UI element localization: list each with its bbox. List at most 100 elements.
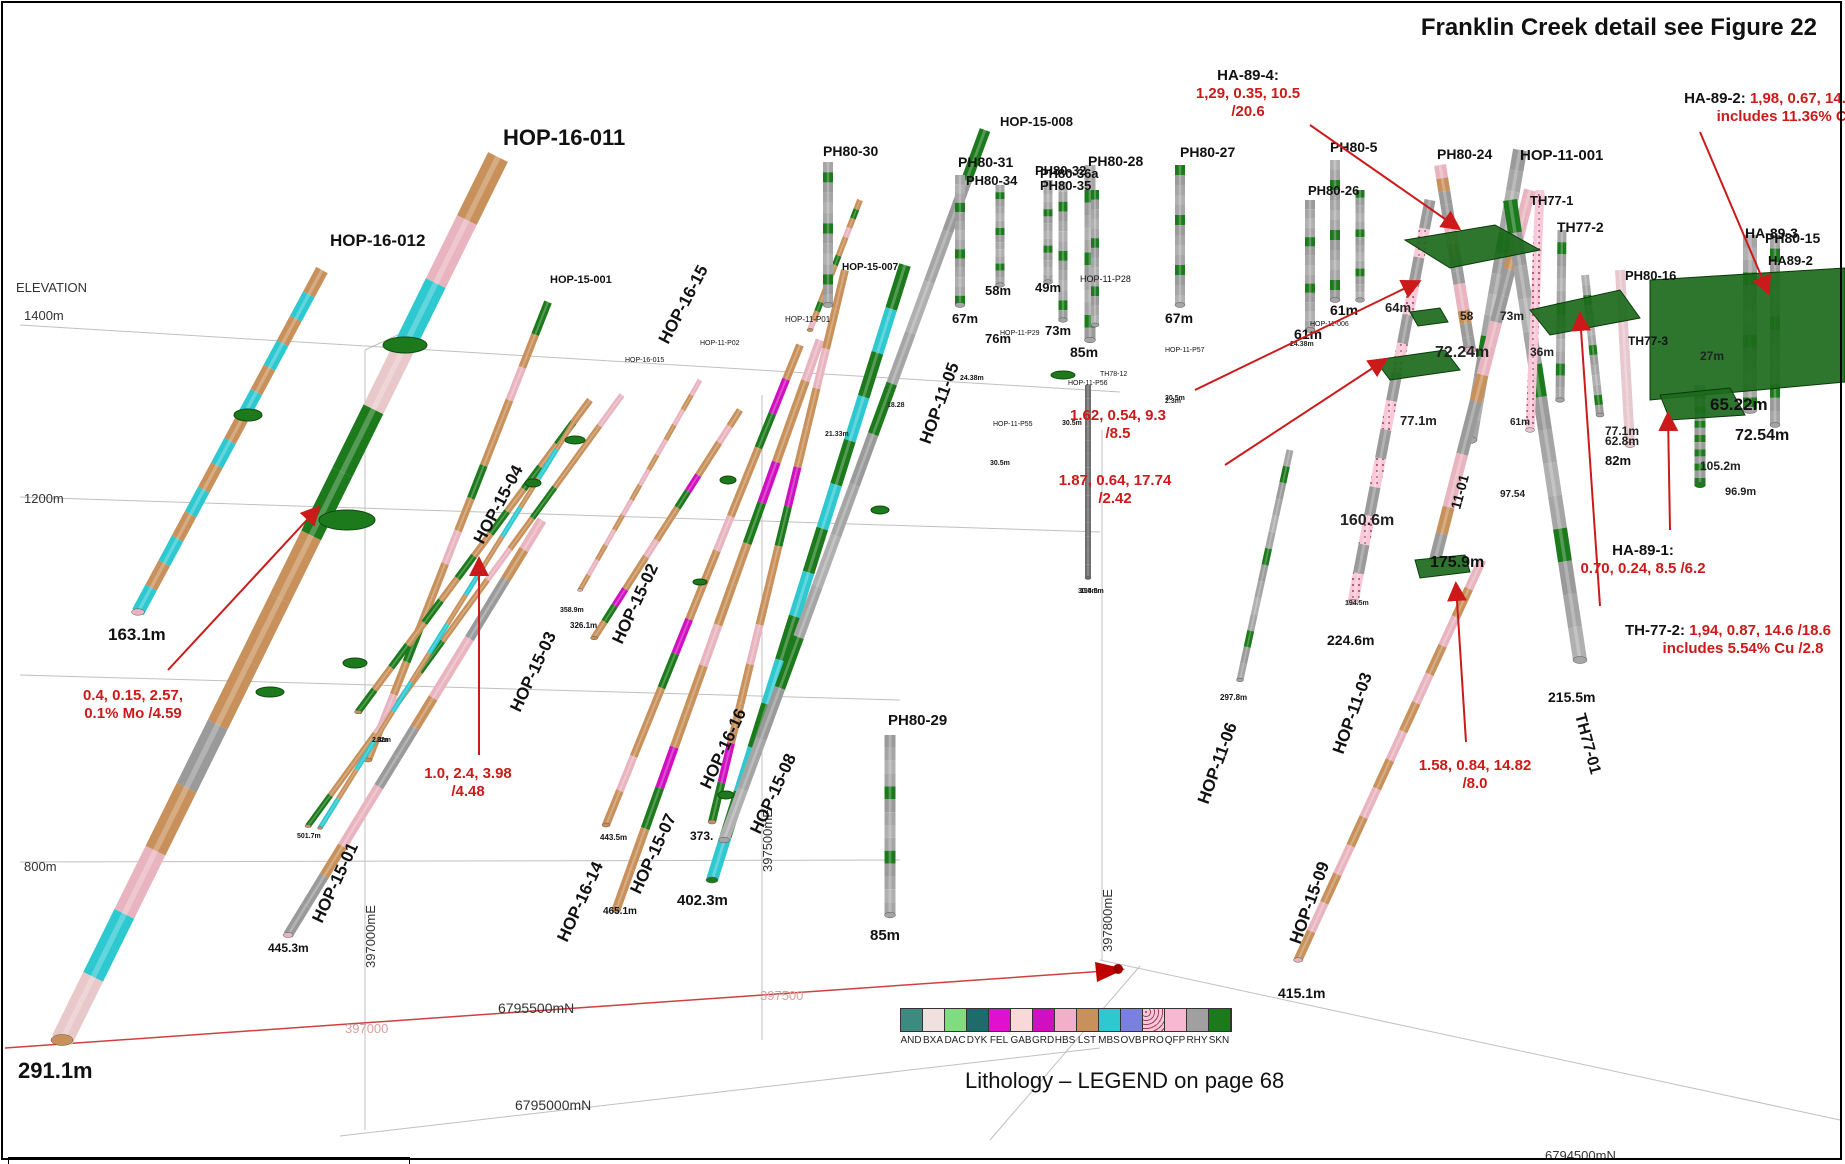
hole-label-ph80-27: PH80-27 bbox=[1180, 144, 1235, 160]
annotation-hole-id: HA-89-1: bbox=[1612, 542, 1674, 559]
intercept-disc bbox=[383, 337, 427, 353]
intercept-disc bbox=[693, 579, 707, 585]
annotation-arrow bbox=[1225, 360, 1385, 465]
elevation-1200: 1200m bbox=[24, 491, 64, 506]
intercept-disc bbox=[256, 687, 284, 697]
legend-swatch-bxa bbox=[923, 1009, 945, 1031]
skarn-slab bbox=[1410, 308, 1448, 326]
hole-label-th78-12: TH78-12 bbox=[1100, 371, 1127, 378]
depth-label: 61m bbox=[1510, 417, 1530, 428]
drillhole-highlight bbox=[724, 130, 985, 840]
hole-label-hop-11-06: HOP-11-06 bbox=[1194, 720, 1241, 806]
drillhole-end-cap bbox=[885, 912, 896, 918]
intercept-disc bbox=[565, 436, 585, 444]
annotation-values: 1,98, 0.67, 14.4 /7.79, bbox=[1746, 90, 1845, 107]
hole-label-hop-11-p55: HOP-11-P55 bbox=[993, 421, 1033, 428]
legend-swatches bbox=[900, 1008, 1232, 1032]
annotation-text: /8.0 bbox=[1462, 775, 1487, 792]
drillhole-end-cap bbox=[1695, 482, 1706, 488]
hole-label-hop-15-007: HOP-15-007 bbox=[842, 262, 899, 273]
annotation-text: includes 5.54% Cu /2.8 bbox=[1663, 640, 1824, 657]
hole-label-hop-15-03: HOP-15-03 bbox=[506, 629, 560, 715]
drillhole-ph80-30 bbox=[823, 162, 833, 308]
grid-tick-397000: 397000 bbox=[345, 1021, 388, 1036]
drillhole-end-cap bbox=[132, 609, 145, 616]
drillhole-end-cap bbox=[1596, 413, 1604, 417]
hole-label-ha89-2: HA89-2 bbox=[1768, 253, 1813, 268]
elevation-800: 800m bbox=[24, 859, 57, 874]
drillhole-end-cap bbox=[1085, 577, 1091, 580]
drillhole-hop-11-06 bbox=[1237, 450, 1291, 682]
drillhole-end-cap bbox=[807, 329, 813, 332]
depth-label-ph80-34: 58m bbox=[985, 283, 1011, 298]
annotation-text: /4.48 bbox=[451, 783, 484, 800]
drillhole-end-cap bbox=[355, 710, 362, 714]
drillhole-end-cap bbox=[305, 825, 311, 828]
depth-label: 72.24m bbox=[1435, 344, 1489, 361]
annotation-text: /8.5 bbox=[1105, 425, 1130, 442]
annotation-text: 1,29, 0.35, 10.5 bbox=[1196, 85, 1300, 102]
legend-code-rhy: RHY bbox=[1186, 1035, 1208, 1046]
drillhole-highlight bbox=[358, 400, 590, 712]
depth-label: 36m bbox=[1530, 345, 1554, 359]
depth-label-hop-15-02: 326.1m bbox=[570, 621, 597, 630]
depth-label-hop-16-011: 291.1m bbox=[18, 1058, 93, 1083]
depth-label: 77.1m bbox=[1605, 424, 1639, 438]
hole-label-hop-11-03: HOP-11-03 bbox=[1329, 670, 1376, 756]
drillhole-highlight bbox=[1240, 450, 1290, 680]
intercept-disc bbox=[1051, 371, 1075, 379]
depth-label: 27m bbox=[1700, 349, 1724, 363]
depth-label-11-01: 175.9m bbox=[1430, 554, 1484, 571]
drillhole-end-cap bbox=[1085, 337, 1096, 343]
legend-code-ovb: OVB bbox=[1120, 1035, 1142, 1046]
depth-label-th77-01: 215.5m bbox=[1548, 689, 1595, 705]
hole-label-ph80-29: PH80-29 bbox=[888, 712, 947, 729]
drillhole-end-cap bbox=[51, 1035, 73, 1046]
depth-label: 64m bbox=[1385, 300, 1411, 315]
legend-swatch-grd bbox=[1033, 1009, 1055, 1031]
drillhole-hop-16-015 bbox=[578, 380, 701, 591]
hole-label-th77-1: TH77-1 bbox=[1530, 193, 1573, 208]
intercept-disc bbox=[525, 479, 541, 487]
hole-label-ph80-30: PH80-30 bbox=[823, 143, 878, 159]
drillhole-end-cap bbox=[1175, 303, 1185, 308]
hole-label-ph80-5: PH80-5 bbox=[1330, 139, 1378, 155]
depth-label-hop-11-p29: 24.38m bbox=[960, 375, 984, 382]
legend-code-bxa: BXA bbox=[922, 1035, 944, 1046]
drillhole-ph80-36a bbox=[1059, 182, 1068, 322]
depth-label-hop-16-16: 373. bbox=[690, 829, 713, 843]
drillhole-end-cap bbox=[706, 877, 718, 883]
annotation-hole-id: TH-77-2: bbox=[1625, 622, 1685, 639]
legend-code-lst: LST bbox=[1076, 1035, 1098, 1046]
drillhole-end-cap bbox=[591, 636, 598, 640]
hole-label-hop-11-p56: HOP-11-P56 bbox=[1068, 380, 1108, 387]
legend-code-pro: PRO bbox=[1142, 1035, 1164, 1046]
hole-label-hop-16-015: HOP-16-015 bbox=[625, 357, 664, 364]
drillhole-end-cap bbox=[1237, 678, 1244, 682]
depth-label: 77.1m bbox=[1400, 413, 1437, 428]
annotation-text: includes 11.36% Cu /0.67 bbox=[1717, 108, 1845, 125]
drillhole-highlight bbox=[1353, 200, 1430, 602]
drillhole-end-cap bbox=[1556, 398, 1565, 403]
hole-label-ph80-15: PH80-15 bbox=[1765, 230, 1820, 246]
legend-swatch-rhy bbox=[1187, 1009, 1209, 1031]
hole-label-ph80-24: PH80-24 bbox=[1437, 146, 1492, 162]
assay-annotation: HA-89-2: 1,98, 0.67, 14.4 /7.79,includes… bbox=[1684, 90, 1845, 292]
depth-label-ph80-36a: 73m bbox=[1045, 323, 1071, 338]
annotation-text: 1.0, 2.4, 3.98 bbox=[424, 765, 512, 782]
legend-code-dyk: DYK bbox=[966, 1035, 988, 1046]
skarn-slab bbox=[1650, 268, 1845, 400]
hole-label-hop-15-008: HOP-15-008 bbox=[1000, 114, 1073, 129]
drillhole-hop-11-006 bbox=[1305, 200, 1315, 333]
intercept-disc bbox=[871, 506, 889, 514]
depth-label-hop-15-07: 465.1m bbox=[603, 906, 637, 917]
drillhole-ph80-26 bbox=[1356, 190, 1365, 302]
depth-label-hop-11-06: 297.8m bbox=[1220, 693, 1247, 702]
drillhole-end-cap bbox=[823, 303, 833, 308]
northing-label-6794500: 6794500mN bbox=[1545, 1148, 1616, 1163]
depth-label-hop-15-03: 501.7m bbox=[297, 833, 321, 840]
annotation-text: TH-77-2: 1,94, 0.87, 14.6 /18.6 bbox=[1625, 622, 1831, 639]
depth-label-ph80-28: 85m bbox=[1070, 344, 1098, 360]
